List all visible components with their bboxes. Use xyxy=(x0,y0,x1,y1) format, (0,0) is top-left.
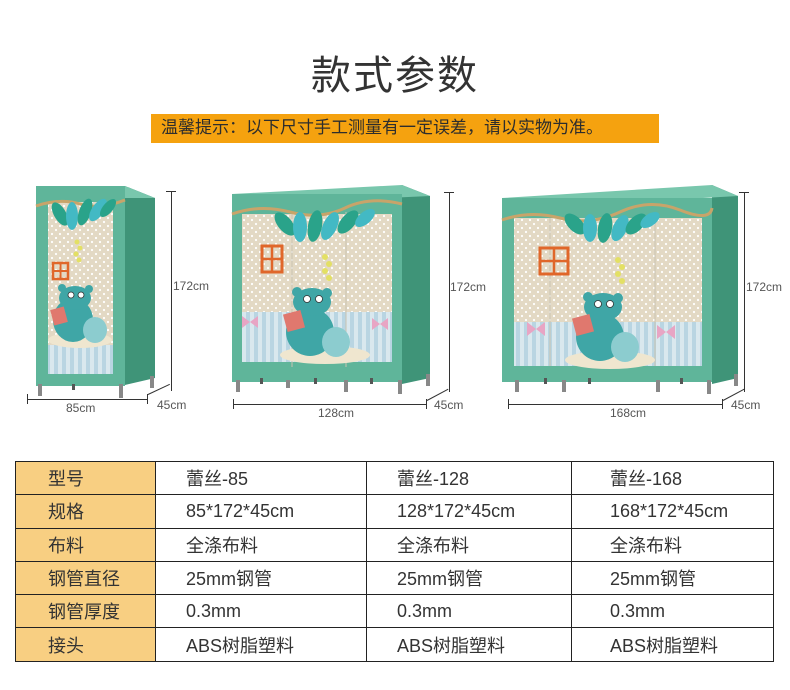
width-tick-left-128 xyxy=(233,399,234,409)
cell-size-85: 85*172*45cm xyxy=(155,494,367,529)
cell-tube-thickness-85: 0.3mm xyxy=(155,594,367,629)
cell-model-128: 蕾丝-128 xyxy=(366,460,572,496)
height-line-128 xyxy=(449,192,450,392)
height-line-168 xyxy=(744,192,745,392)
width-line-85 xyxy=(27,399,148,400)
height-label-128: 172cm xyxy=(450,280,487,294)
cell-tube-diameter-128: 25mm钢管 xyxy=(366,560,572,596)
row-label-connector: 接头 xyxy=(15,627,156,662)
cell-tube-thickness-128: 0.3mm xyxy=(366,594,572,629)
table-row-size: 规格 85*172*45cm 128*172*45cm 168*172*45cm xyxy=(15,494,774,529)
depth-label-85: 45cm xyxy=(157,398,187,412)
row-label-tube-thickness: 钢管厚度 xyxy=(15,594,156,629)
spec-table: 型号 蕾丝-85 蕾丝-128 蕾丝-168 规格 85*172*45cm 12… xyxy=(15,460,774,662)
table-row-tube-diameter: 钢管直径 25mm钢管 25mm钢管 25mm钢管 xyxy=(15,560,774,596)
notice-banner: 温馨提示：以下尺寸手工测量有一定误差，请以实物为准。 xyxy=(151,114,659,143)
height-tick-top-128 xyxy=(444,192,454,193)
cell-model-85: 蕾丝-85 xyxy=(155,460,367,496)
wardrobe-85-image xyxy=(30,180,165,405)
row-label-tube-diameter: 钢管直径 xyxy=(15,560,156,596)
width-tick-right-128 xyxy=(426,399,427,409)
width-label-128: 128cm xyxy=(318,406,355,420)
cell-connector-85: ABS树脂塑料 xyxy=(155,627,367,662)
cell-tube-thickness-168: 0.3mm xyxy=(571,594,774,629)
cell-tube-diameter-168: 25mm钢管 xyxy=(571,560,774,596)
width-label-85: 85cm xyxy=(66,401,96,415)
cell-size-128: 128*172*45cm xyxy=(366,494,572,529)
page-title: 款式参数 xyxy=(311,53,479,99)
table-row-model: 型号 蕾丝-85 蕾丝-128 蕾丝-168 xyxy=(15,460,774,496)
height-tick-top-85 xyxy=(166,191,176,192)
table-row-connector: 接头 ABS树脂塑料 ABS树脂塑料 ABS树脂塑料 xyxy=(15,627,774,662)
wardrobe-168-image xyxy=(500,182,745,397)
width-tick-right-85 xyxy=(147,394,148,404)
width-tick-left-168 xyxy=(508,399,509,409)
cell-connector-128: ABS树脂塑料 xyxy=(366,627,572,662)
height-line-85 xyxy=(171,191,172,391)
depth-label-168: 45cm xyxy=(731,398,761,412)
cell-fabric-85: 全涤布料 xyxy=(155,527,367,562)
cell-fabric-128: 全涤布料 xyxy=(366,527,572,562)
depth-label-128: 45cm xyxy=(434,398,464,412)
height-label-85: 172cm xyxy=(173,279,210,293)
cell-connector-168: ABS树脂塑料 xyxy=(571,627,774,662)
row-label-model: 型号 xyxy=(15,460,156,496)
width-tick-left-85 xyxy=(27,394,28,404)
width-label-168: 168cm xyxy=(610,406,647,420)
width-line-128 xyxy=(233,404,427,405)
width-tick-right-168 xyxy=(722,399,723,409)
row-label-fabric: 布料 xyxy=(15,527,156,562)
cell-fabric-168: 全涤布料 xyxy=(571,527,774,562)
table-row-tube-thickness: 钢管厚度 0.3mm 0.3mm 0.3mm xyxy=(15,594,774,629)
cell-size-168: 168*172*45cm xyxy=(571,494,774,529)
wardrobe-128-image xyxy=(230,182,440,397)
width-line-168 xyxy=(508,404,723,405)
table-row-fabric: 布料 全涤布料 全涤布料 全涤布料 xyxy=(15,527,774,562)
row-label-size: 规格 xyxy=(15,494,156,529)
height-label-168: 172cm xyxy=(746,280,783,294)
cell-model-168: 蕾丝-168 xyxy=(571,460,774,496)
cell-tube-diameter-85: 25mm钢管 xyxy=(155,560,367,596)
height-tick-top-168 xyxy=(739,192,749,193)
